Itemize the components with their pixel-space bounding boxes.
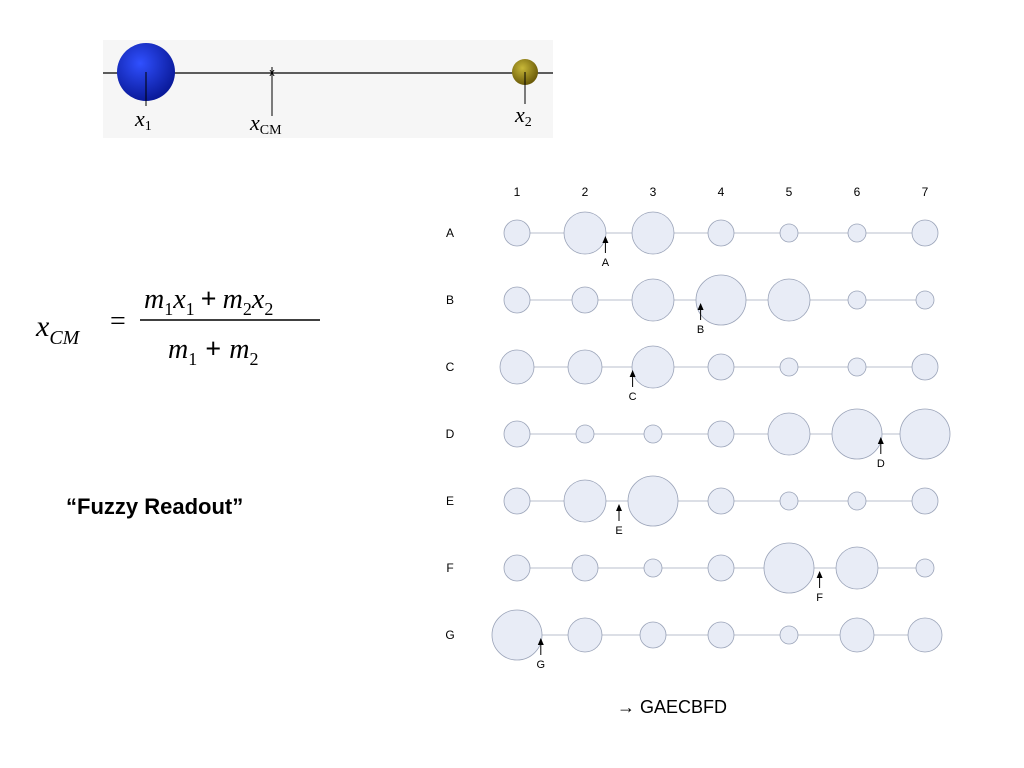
mass-circle [639,621,667,649]
cm-label: xCM [249,110,282,138]
mass2-label: x2 [514,102,532,130]
column-header: 1 [514,185,521,199]
mass-circle [911,219,939,247]
two-mass-diagram: x x1 xCM x2 [103,40,553,138]
row-label: G [445,628,454,642]
mass-circle [707,353,735,381]
mass-circle [911,487,939,515]
answer-text: GAECBFD [640,697,728,717]
arrow-head-icon [537,638,544,645]
mass-circle [847,290,867,310]
mass-circle [571,554,599,582]
row-label: B [446,293,454,307]
mass-circle [503,219,531,247]
mass-circle [643,424,663,444]
cm-marker: x [269,67,275,79]
grid-svg: 1 2 3 4 5 6 7A A B B C C D D E E F F G G [445,185,951,670]
mass-circle [915,558,935,578]
cm-arrow-label: A [602,257,610,269]
column-header: 4 [718,185,725,199]
formula-lhs: xCM [35,310,81,349]
column-header: 5 [786,185,793,199]
mass1-label: x1 [134,106,152,134]
arrow-head-icon [877,437,884,444]
mass-circle [767,278,811,322]
right-arrow-icon: → [617,697,635,717]
center-of-mass-formula: xCM = m1x1+m2x2 m1+m2 [30,278,330,378]
mass-circle [707,554,735,582]
mass-circle [503,420,531,448]
mass-circle [707,219,735,247]
formula-denominator: m1+m2 [168,334,258,369]
column-header: 7 [922,185,929,199]
mass-circle [567,617,603,653]
mass-circle [831,408,883,460]
row-label: F [446,561,453,575]
mass-circle [643,558,663,578]
mass-circle [563,211,607,255]
row-label: A [446,226,454,240]
mass-circle [779,491,799,511]
row-label: C [446,360,455,374]
mass-circle [563,479,607,523]
mass-circle [695,274,747,326]
mass-circle [491,609,543,661]
arrow-head-icon [629,370,636,377]
mass-circle [763,542,815,594]
formula-svg: xCM = m1x1+m2x2 m1+m2 [35,284,320,369]
formula-numerator: m1x1+m2x2 [144,284,273,319]
row-label: E [446,494,454,508]
mass-circle [499,349,535,385]
mass-circle [627,475,679,527]
cm-arrow-label: E [615,525,622,537]
mass-circle [899,408,951,460]
answer-sequence: → GAECBFD [617,697,727,718]
mass-circle [915,290,935,310]
mass-circle [847,357,867,377]
row-label: D [446,427,455,441]
mass-circle [503,487,531,515]
mass-circle [779,357,799,377]
fuzzy-readout-label: “Fuzzy Readout” [66,494,244,519]
arrow-head-icon [616,504,622,511]
cm-arrow-label: B [697,324,704,336]
mass-circle [575,424,595,444]
mass-circle [503,554,531,582]
mass-circle [631,211,675,255]
mass-circle [907,617,943,653]
mass-circle [847,223,867,243]
arrow-head-icon [602,236,609,243]
mass-circle [767,412,811,456]
mass-circle [503,286,531,314]
mass-circle [571,286,599,314]
cm-arrow-label: D [877,458,885,470]
cm-arrow-label: C [629,391,637,403]
column-header: 6 [854,185,861,199]
mass-circle [707,420,735,448]
mass-circle [707,487,735,515]
mass-circle [631,345,675,389]
mass-circle [779,625,799,645]
column-header: 2 [582,185,589,199]
two-mass-svg: x x1 xCM x2 [103,43,553,138]
mass-circle [631,278,675,322]
cm-arrow-label: G [537,659,546,670]
mass-circle [567,349,603,385]
arrow-head-icon [816,571,823,578]
cm-arrow-label: F [816,592,823,604]
mass-circle [779,223,799,243]
formula-equals: = [110,306,126,337]
mass-circle [839,617,875,653]
arrow-head-icon [697,303,704,310]
mass-circle [847,491,867,511]
mass-circle [911,353,939,381]
mass-circle [835,546,879,590]
mass-circle [707,621,735,649]
column-header: 3 [650,185,657,199]
